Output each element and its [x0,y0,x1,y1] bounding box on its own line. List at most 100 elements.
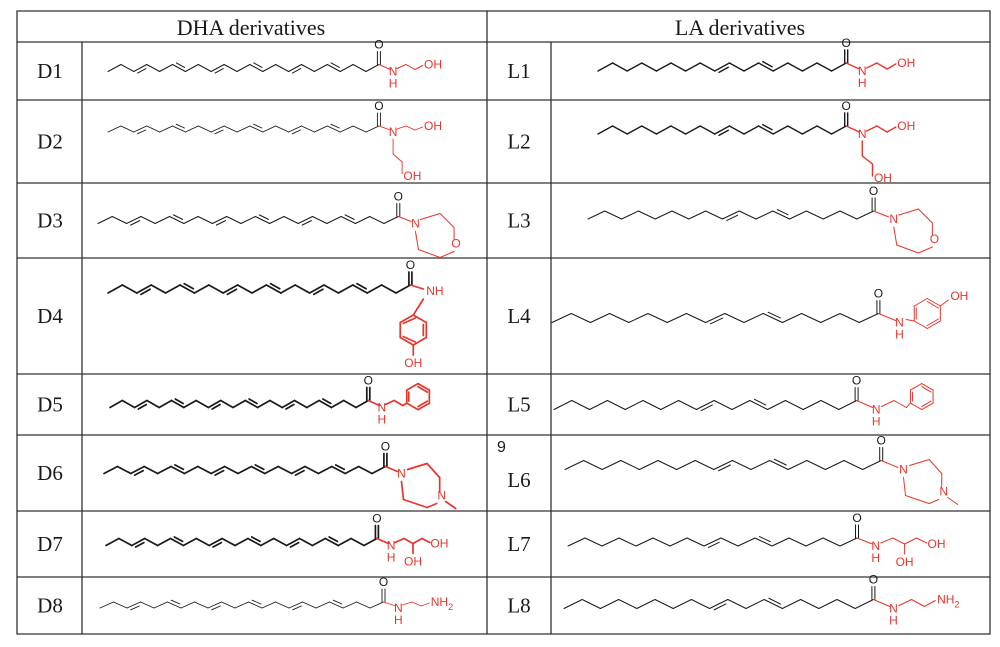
chain-bond [686,537,705,547]
chain-bond [261,601,276,609]
double-bond [248,398,258,405]
chain-bond [800,599,820,609]
chain-bond [666,313,687,323]
atom-label: N [889,212,898,226]
double-bond [253,62,263,68]
row-label-l5: L5 [507,393,530,417]
double-bond [762,60,773,68]
head-bond [405,64,416,70]
chain-bond [121,284,138,294]
chain-bond [621,210,639,220]
chain-bond [195,399,210,409]
chain-bond [357,465,373,475]
chain-bond [140,601,155,609]
atom-label: H [389,77,398,91]
chain-bond [302,601,317,609]
ring-bond [928,459,943,474]
chain-bond [684,62,701,72]
double-bond [762,123,773,131]
chain-bond [351,284,369,294]
ring-bond [909,402,923,411]
chain-bond [652,537,671,547]
head-bond [904,537,917,545]
chain-bond [820,400,840,410]
chain-bond [133,64,148,72]
chain-bond [618,537,637,547]
chain-bond [337,537,352,547]
atom-label: O [869,573,878,587]
chain-bond [721,210,740,220]
chain-bond [210,125,225,133]
atom-label: OH [404,555,422,569]
atom-label: N [397,467,406,481]
chain-bond [618,599,638,609]
double-bond [226,288,238,296]
double-bond [292,605,302,611]
ring-bond [405,382,419,391]
head-bond [923,600,936,607]
chain-bond [143,537,159,547]
chain-bond [713,460,733,470]
ring-double [402,335,417,343]
double-bond [174,398,185,405]
double-bond [707,541,720,548]
chain-bond [363,537,378,547]
row-label-d7: D7 [37,532,63,556]
chain-bond [251,284,268,294]
chain-bond [637,210,656,220]
double-bond [174,464,185,471]
atom-label: OH [403,169,421,183]
atom-label: O [406,258,415,272]
chain-bond [655,125,672,135]
chain-bond [836,599,856,609]
chain-bond [120,64,135,72]
stray-mark: 9 [497,439,506,456]
chain-bond [366,284,383,294]
chain-bond [247,537,262,547]
double-bond [214,129,224,135]
chain-bond [772,210,791,220]
ring-bond [400,480,405,501]
chain-bond [743,62,760,72]
chain-bond [862,460,882,470]
head-bond [905,319,915,322]
chain-bond [660,400,680,410]
chain-bond [626,125,643,135]
head-bond [403,537,414,545]
chain-bond [150,284,167,294]
atom-label: O [930,232,939,246]
chain-bond [193,284,210,294]
ring-bond [412,314,428,324]
chain-bond [294,284,311,294]
atom-label: O [842,36,851,50]
ring-bond [921,383,934,391]
chain-bond [705,313,726,323]
head-bond [396,125,407,130]
chain-bond [304,465,320,475]
chain-bond [731,400,751,410]
chain-bond [567,537,586,547]
double-bond [251,599,262,605]
chain-bond [395,284,412,294]
chain-bond [275,64,290,72]
chain-bond [118,537,133,547]
chain-bond [838,400,858,410]
head-bond [393,399,404,407]
head-bond [411,601,422,607]
chain-bond [713,400,733,410]
ring-bond [913,298,928,307]
atom-label: H [889,614,898,628]
amide-bond [378,64,392,70]
head-bond [396,64,407,69]
chain-bond [816,62,833,72]
chain-bond [654,599,674,609]
chain-bond [856,210,875,220]
chain-bond [714,125,731,135]
double-bond [718,66,730,74]
chain-bond [805,210,824,220]
atom-label: N [389,65,398,79]
